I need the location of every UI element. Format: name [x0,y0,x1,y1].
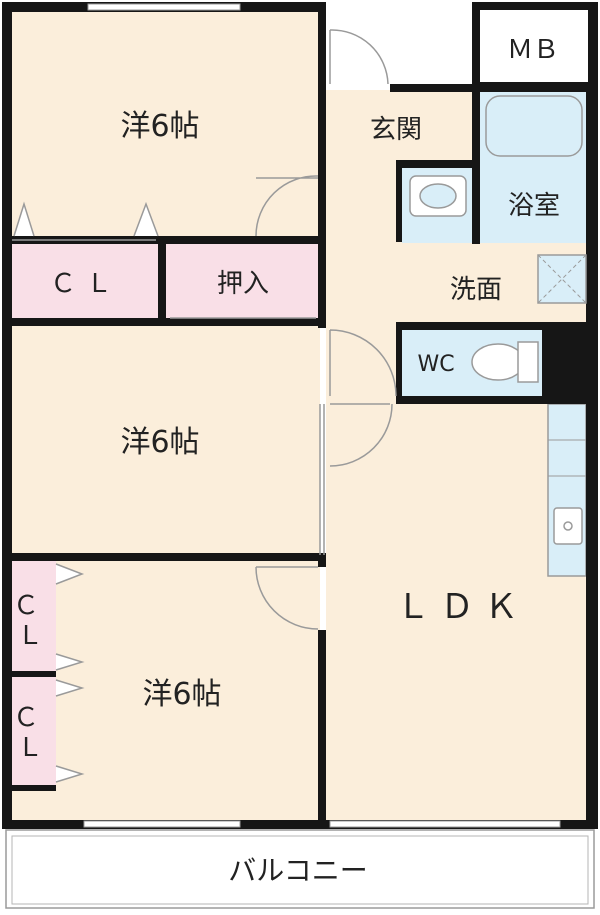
fixtures [409,95,587,545]
balcony [5,829,595,909]
label-toilet: WC [417,352,454,377]
hanger-6 [55,765,85,783]
door-bedroom-top [255,175,319,237]
door-ldk-slider [319,404,325,555]
sink-drain [563,521,573,531]
label-bedroom-middle: 洋6帖 [120,425,199,460]
window-bottom-left [83,820,241,828]
label-closet-bottom-1-line: Ｌ [17,621,43,651]
label-balcony: バルコニー [228,854,367,887]
wall-toilet-left [396,322,402,404]
label-closet-bottom-2-line: Ｌ [17,733,43,763]
label-closet-bottom-1-line: Ｃ [13,591,39,621]
label-meter-box: ＭＢ [507,35,559,65]
label-ldk: ＬＤＫ [396,588,528,626]
wall-corridor-mid [318,240,326,328]
wall-mb-right [588,2,598,90]
doors [12,29,397,630]
wall-closet-top [8,236,326,244]
hanger-3 [55,563,85,585]
wall-genkan-bottom [396,160,480,168]
toilet-bowl [471,343,525,381]
label-closet-top: ＣＬ [50,268,122,298]
hanger-4 [55,653,85,671]
wall-outer-right [586,84,598,829]
washer-space-cross [537,254,587,304]
window-top [87,3,241,11]
closet-bottom-2-floor [8,677,56,787]
hanger-5 [55,679,85,697]
wall-corridor-top [318,2,326,242]
door-toilet [329,329,397,397]
label-closet-bottom-1: Ｃ Ｌ [13,591,47,651]
wall-bath-left [472,84,480,244]
wall-mb-left [472,2,480,90]
oshiire-floor [166,244,320,319]
label-genkan: 玄関 [370,115,422,145]
label-closet-bottom-2-line: Ｃ [13,703,39,733]
label-oshiire: 押入 [217,269,269,299]
ldk-floor [326,404,588,823]
wall-outer-bottom [2,820,598,829]
wall-toilet-top [396,322,588,330]
closet-top-floor [8,244,160,319]
closet-hangers [13,201,159,783]
wall-closet-bottom-mid [8,671,56,677]
room-labels: 洋6帖 ＣＬ 押入 洋6帖 洋6帖 Ｃ Ｌ Ｃ Ｌ 玄関 浴室 洗面 WC ＬＤ… [13,35,560,887]
windows [83,3,561,828]
genkan-floor [326,90,472,162]
door-bedroom-middle [329,403,393,467]
hanger-1 [13,201,35,237]
balcony-rail [5,829,595,909]
toilet-tank [517,341,539,383]
balcony-inner-rail [11,835,589,905]
wall-outer-left [2,2,12,828]
door-bedroom-bottom [255,566,319,630]
kitchen-counter [547,403,587,577]
wall-toilet-notch [546,330,568,364]
door-entrance [329,29,389,85]
bathtub [485,95,583,157]
label-washroom: 洗面 [450,275,502,305]
closet-bottom-1-floor [8,561,56,671]
hanger-2 [133,201,159,237]
sink [553,507,583,545]
wall-corridor-bottom [318,630,326,828]
wall-washbasin-left [396,160,402,242]
wall-closet-bottom-end [8,785,56,791]
label-bedroom-top: 洋6帖 [120,109,199,144]
wall-mb-top [472,2,598,10]
wall-mb-bottom [472,82,598,92]
bedroom-top-floor [8,8,320,240]
label-closet-bottom-2: Ｃ Ｌ [13,703,47,763]
bedroom-middle-floor [8,325,320,555]
wall-closet-divider [158,240,166,322]
meter-box-floor [478,8,588,84]
wall-genkan-top [390,84,480,92]
label-bedroom-bottom: 洋6帖 [142,677,221,712]
wall-closet-bottom [8,318,326,326]
window-bottom-right [329,820,561,828]
washbasin-bowl [419,183,457,209]
wall-toilet-bottom [396,396,588,404]
wall-bedroom-bottom-top [8,553,326,561]
label-bath: 浴室 [508,191,560,221]
